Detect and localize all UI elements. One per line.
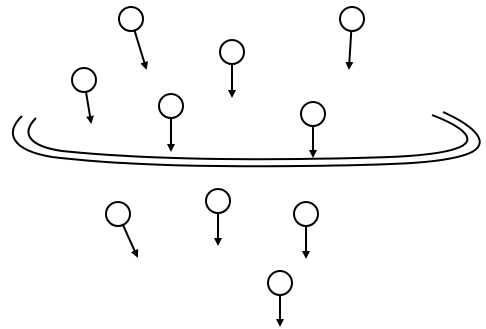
particle-circle (219, 39, 245, 65)
particle-circle (105, 201, 131, 227)
particle (300, 101, 326, 158)
particle-circle (118, 6, 144, 32)
particles-group (71, 6, 365, 327)
barrier-outer-line (12, 111, 481, 168)
particle (219, 39, 245, 98)
particle-circle (339, 6, 365, 32)
particle-circle (158, 93, 184, 119)
particle (293, 201, 319, 259)
particle-arrow (133, 30, 149, 70)
particle-arrow (122, 224, 139, 258)
particle (205, 188, 231, 246)
particle (267, 270, 293, 327)
particle-circle (205, 188, 231, 214)
particle (158, 93, 184, 152)
particle (339, 6, 365, 70)
particle (105, 201, 139, 258)
barrier (12, 111, 481, 168)
particle-circle (300, 101, 326, 127)
particle-arrow (84, 91, 94, 124)
particle-circle (71, 67, 97, 93)
particle (71, 67, 97, 124)
particle-circle (293, 201, 319, 227)
particle (118, 6, 149, 70)
barrier-inner-line (27, 114, 469, 161)
particle-arrow (345, 30, 354, 70)
particle-circle (267, 270, 293, 296)
